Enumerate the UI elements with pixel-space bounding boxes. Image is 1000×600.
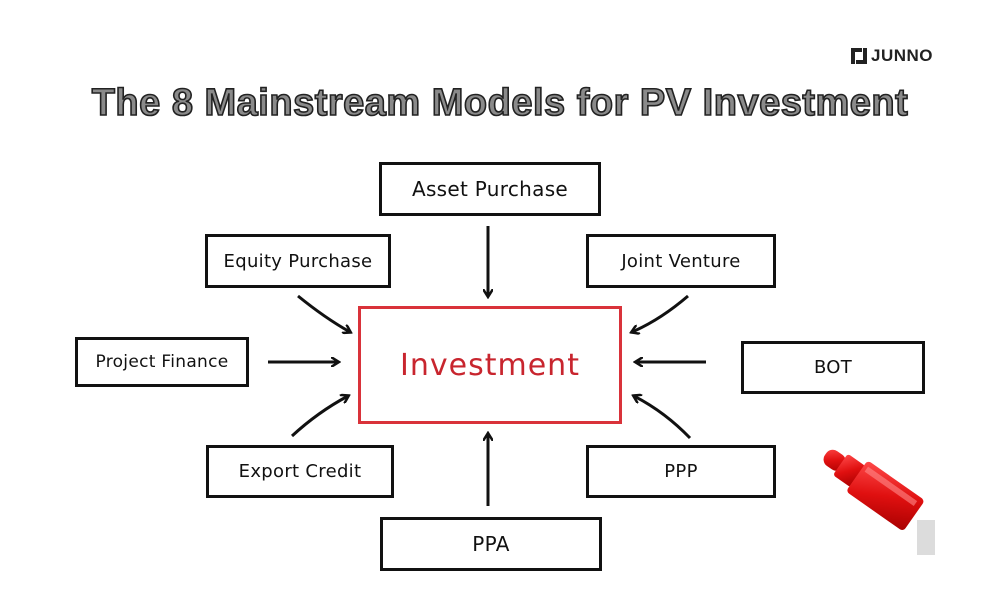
model-box-project-finance: Project Finance xyxy=(75,337,249,387)
model-box-bot: BOT xyxy=(741,341,925,394)
model-box-asset-purchase: Asset Purchase xyxy=(379,162,601,216)
model-label: BOT xyxy=(813,357,853,378)
model-box-ppa: PPA xyxy=(380,517,602,571)
model-label: Equity Purchase xyxy=(223,250,373,272)
arrow-ppp xyxy=(634,396,692,440)
model-label: Project Finance xyxy=(95,352,229,372)
model-box-equity-purchase: Equity Purchase xyxy=(205,234,391,288)
arrow-equity-purchase xyxy=(297,294,350,332)
model-label: PPA xyxy=(472,532,510,556)
model-box-ppp: PPP xyxy=(586,445,776,498)
logo-icon xyxy=(850,47,868,65)
page-title: The 8 Mainstream Models for PV Investmen… xyxy=(91,81,909,125)
model-label: PPP xyxy=(664,461,698,482)
model-box-export-credit: Export Credit xyxy=(206,445,394,498)
arrow-export-credit xyxy=(290,396,348,438)
model-label: Joint Venture xyxy=(621,250,741,272)
model-label: Export Credit xyxy=(238,461,362,482)
investment-box: Investment xyxy=(358,306,622,424)
red-marker-icon xyxy=(823,449,935,555)
model-box-joint-venture: Joint Venture xyxy=(586,234,776,288)
logo-text: JUNNO xyxy=(871,46,934,65)
investment-label: Investment xyxy=(400,347,580,383)
brand-logo: JUNNO xyxy=(850,46,933,66)
arrow-joint-venture xyxy=(632,294,689,332)
model-label: Asset Purchase xyxy=(411,177,569,201)
